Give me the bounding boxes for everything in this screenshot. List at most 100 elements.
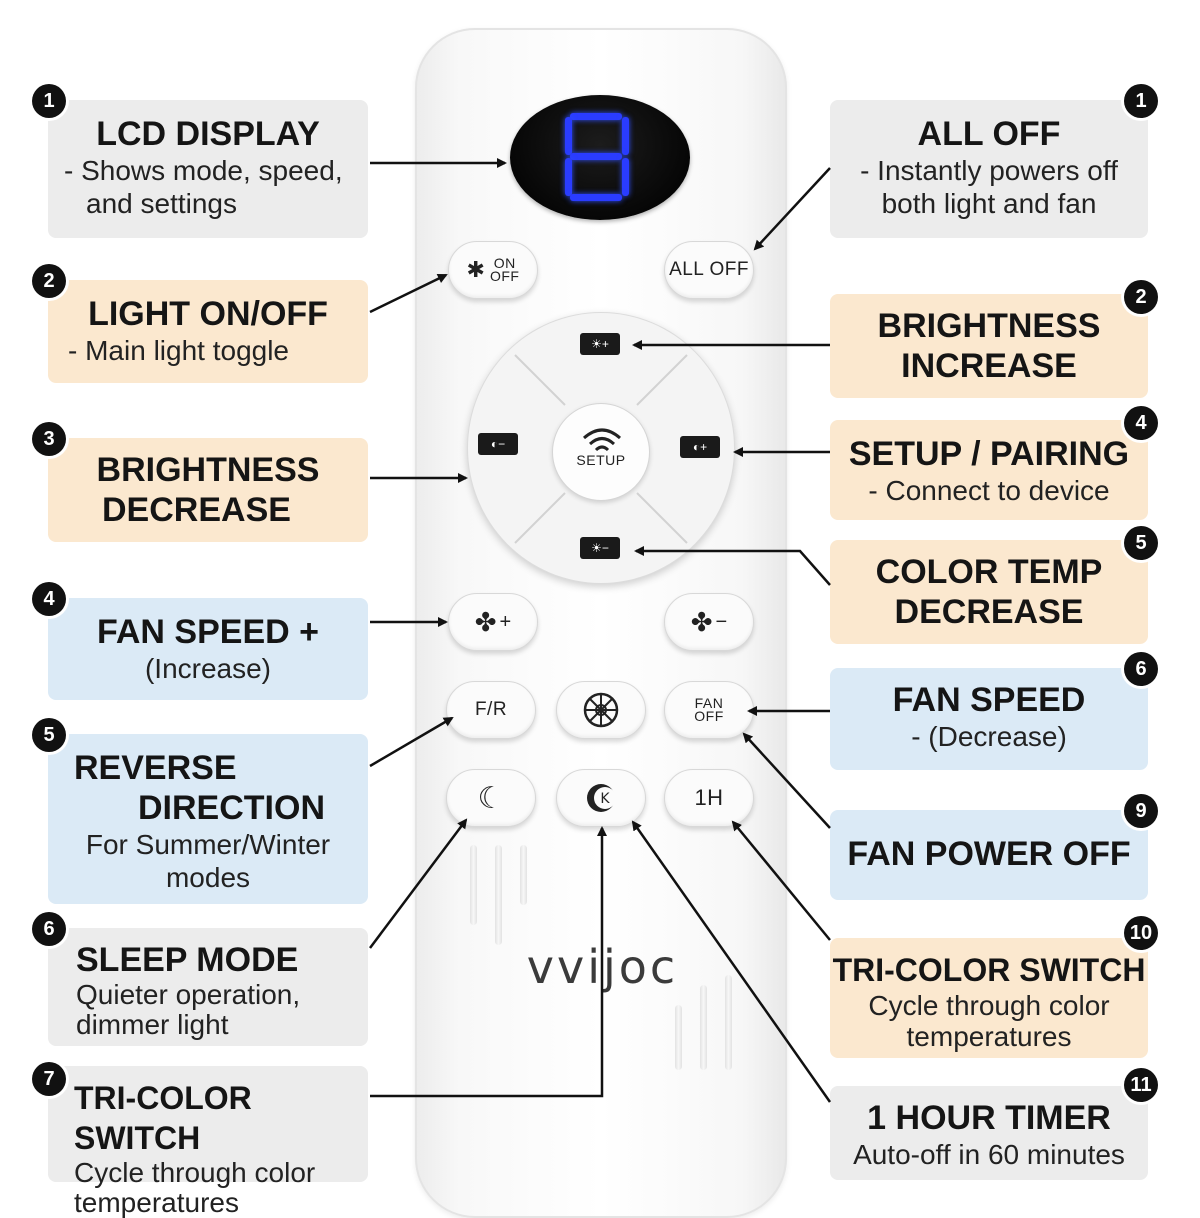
callout-number: 2 <box>32 264 66 298</box>
callout-line: - Instantly powers off <box>860 155 1118 186</box>
callout-line: temperatures <box>906 1021 1072 1052</box>
callout-title: FAN SPEED <box>892 681 1086 719</box>
callout-title: SETUP / PAIRING <box>848 435 1130 473</box>
callout-title: BRIGHTNESS <box>877 307 1101 345</box>
callout-title: BRIGHTNESS <box>96 451 320 489</box>
callout-number: 5 <box>32 718 66 752</box>
callout-number: 9 <box>1124 794 1158 828</box>
callout-line: Auto-off in 60 minutes <box>853 1139 1125 1170</box>
callout-number: 6 <box>32 912 66 946</box>
on-label: ON <box>493 255 516 271</box>
callout-lcd-display: LCD DISPLAY - Shows mode, speed, and set… <box>48 100 368 238</box>
callout-number: 1 <box>1124 84 1158 118</box>
grille-slot <box>675 1005 682 1070</box>
callout-reverse-direction: REVERSE DIRECTION For Summer/Winter mode… <box>48 734 368 904</box>
callout-title: FAN SPEED + <box>96 613 319 651</box>
callout-title: DIRECTION <box>138 789 325 827</box>
callout-tri-color-left: TRI-COLOR SWITCH Cycle through color tem… <box>48 1066 368 1218</box>
fan-speed-up-button[interactable]: ✤ + <box>448 593 538 651</box>
fan-reverse-button[interactable]: F/R <box>446 681 536 739</box>
lcd-segment <box>622 158 629 196</box>
callout-fan-speed-plus: FAN SPEED + (Increase) <box>48 598 368 700</box>
callout-light-on-off: LIGHT ON/OFF - Main light toggle <box>48 280 368 383</box>
tri-color-button[interactable]: K <box>556 769 646 827</box>
callout-number: 5 <box>1124 526 1158 560</box>
callout-title: DECREASE <box>102 491 291 529</box>
color-temp-up-icon[interactable]: ◐+ <box>680 436 720 458</box>
timer-button[interactable]: 1H <box>664 769 754 827</box>
callout-title: INCREASE <box>901 347 1077 385</box>
callout-title: LCD DISPLAY <box>96 115 320 153</box>
callout-title: TRI-COLOR SWITCH <box>74 1080 252 1156</box>
fan-speed-down-button[interactable]: ✤ − <box>664 593 754 651</box>
callout-brightness-increase: BRIGHTNESS INCREASE <box>830 294 1148 398</box>
callout-line: (Increase) <box>144 653 272 684</box>
setup-label: SETUP <box>576 452 626 468</box>
wind-wheel-icon <box>583 692 619 728</box>
callout-title: TRI-COLOR SWITCH <box>832 952 1146 988</box>
callout-fan-power-off: FAN POWER OFF <box>830 810 1148 900</box>
fan-icon: ✤ <box>474 606 497 637</box>
callout-title: 1 HOUR TIMER <box>867 1099 1111 1137</box>
color-temp-down-icon[interactable]: ◐− <box>478 433 518 455</box>
on-off-label: ON OFF <box>489 255 520 284</box>
callout-number: 2 <box>1124 280 1158 314</box>
callout-line: - Main light toggle <box>68 335 290 366</box>
callout-line: modes <box>165 862 251 893</box>
lcd-segment <box>570 153 622 160</box>
grille-slot <box>470 845 477 925</box>
callout-setup-pairing: SETUP / PAIRING - Connect to device <box>830 420 1148 520</box>
callout-number: 6 <box>1124 652 1158 686</box>
off-label: OFF <box>489 268 520 284</box>
callout-title: LIGHT ON/OFF <box>88 295 328 333</box>
lcd-segment <box>570 113 622 120</box>
callout-title: COLOR TEMP <box>875 553 1103 591</box>
callout-line: Cycle through color <box>868 990 1110 1021</box>
svg-text:K: K <box>600 791 610 807</box>
grille-slot <box>520 845 527 905</box>
lcd-segment <box>565 158 572 196</box>
wifi-icon <box>583 428 621 452</box>
gear-icon: ✱ <box>466 257 485 282</box>
moon-star-icon: ☾ <box>477 781 505 815</box>
callout-line: Cycle through color <box>74 1157 316 1188</box>
callout-sleep-mode: SLEEP MODE Quieter operation, dimmer lig… <box>48 928 368 1046</box>
lcd-segment <box>570 194 622 201</box>
fan-off-button[interactable]: FAN OFF <box>664 681 754 739</box>
callout-line: For Summer/Winter <box>85 829 331 860</box>
callout-number: 11 <box>1124 1068 1158 1102</box>
callout-number: 4 <box>32 582 66 616</box>
callout-color-temp-decrease: COLOR TEMP DECREASE <box>830 540 1148 644</box>
fan-off-label: FAN OFF <box>694 696 724 723</box>
callout-fan-speed-decrease: FAN SPEED - (Decrease) <box>830 668 1148 770</box>
light-on-off-button[interactable]: ✱ ON OFF <box>448 241 538 299</box>
callout-brightness-decrease: BRIGHTNESS DECREASE <box>48 438 368 542</box>
callout-title: DECREASE <box>894 593 1084 631</box>
natural-wind-button[interactable] <box>556 681 646 739</box>
callout-number: 1 <box>32 84 66 118</box>
lcd-segment <box>565 117 572 155</box>
setup-button[interactable] <box>552 403 650 501</box>
grille-slot <box>700 985 707 1070</box>
lcd-display <box>510 95 690 220</box>
callout-line: - (Decrease) <box>911 721 1067 752</box>
brightness-down-icon[interactable]: ☀− <box>580 537 620 559</box>
callout-line: - Connect to device <box>868 475 1110 506</box>
color-temp-k-icon: K <box>587 784 616 812</box>
minus-sign: − <box>715 610 728 633</box>
fan-reverse-label: F/R <box>474 699 508 720</box>
sleep-mode-button[interactable]: ☾ <box>446 769 536 827</box>
brand-logo: vvijoc <box>526 940 679 994</box>
callout-number: 4 <box>1124 406 1158 440</box>
brightness-up-icon[interactable]: ☀+ <box>580 333 620 355</box>
callout-one-hour-timer: 1 HOUR TIMER Auto-off in 60 minutes <box>830 1086 1148 1180</box>
fan-icon: ✤ <box>690 606 713 637</box>
all-off-label: ALL OFF <box>669 259 749 280</box>
callout-number: 3 <box>32 422 66 456</box>
callout-number: 7 <box>32 1062 66 1096</box>
grille-slot <box>495 845 502 945</box>
callout-title: ALL OFF <box>917 115 1061 153</box>
callout-line: - Shows mode, speed, <box>64 155 343 186</box>
all-off-button[interactable]: ALL OFF <box>664 241 754 299</box>
callout-line: dimmer light <box>76 1009 229 1040</box>
